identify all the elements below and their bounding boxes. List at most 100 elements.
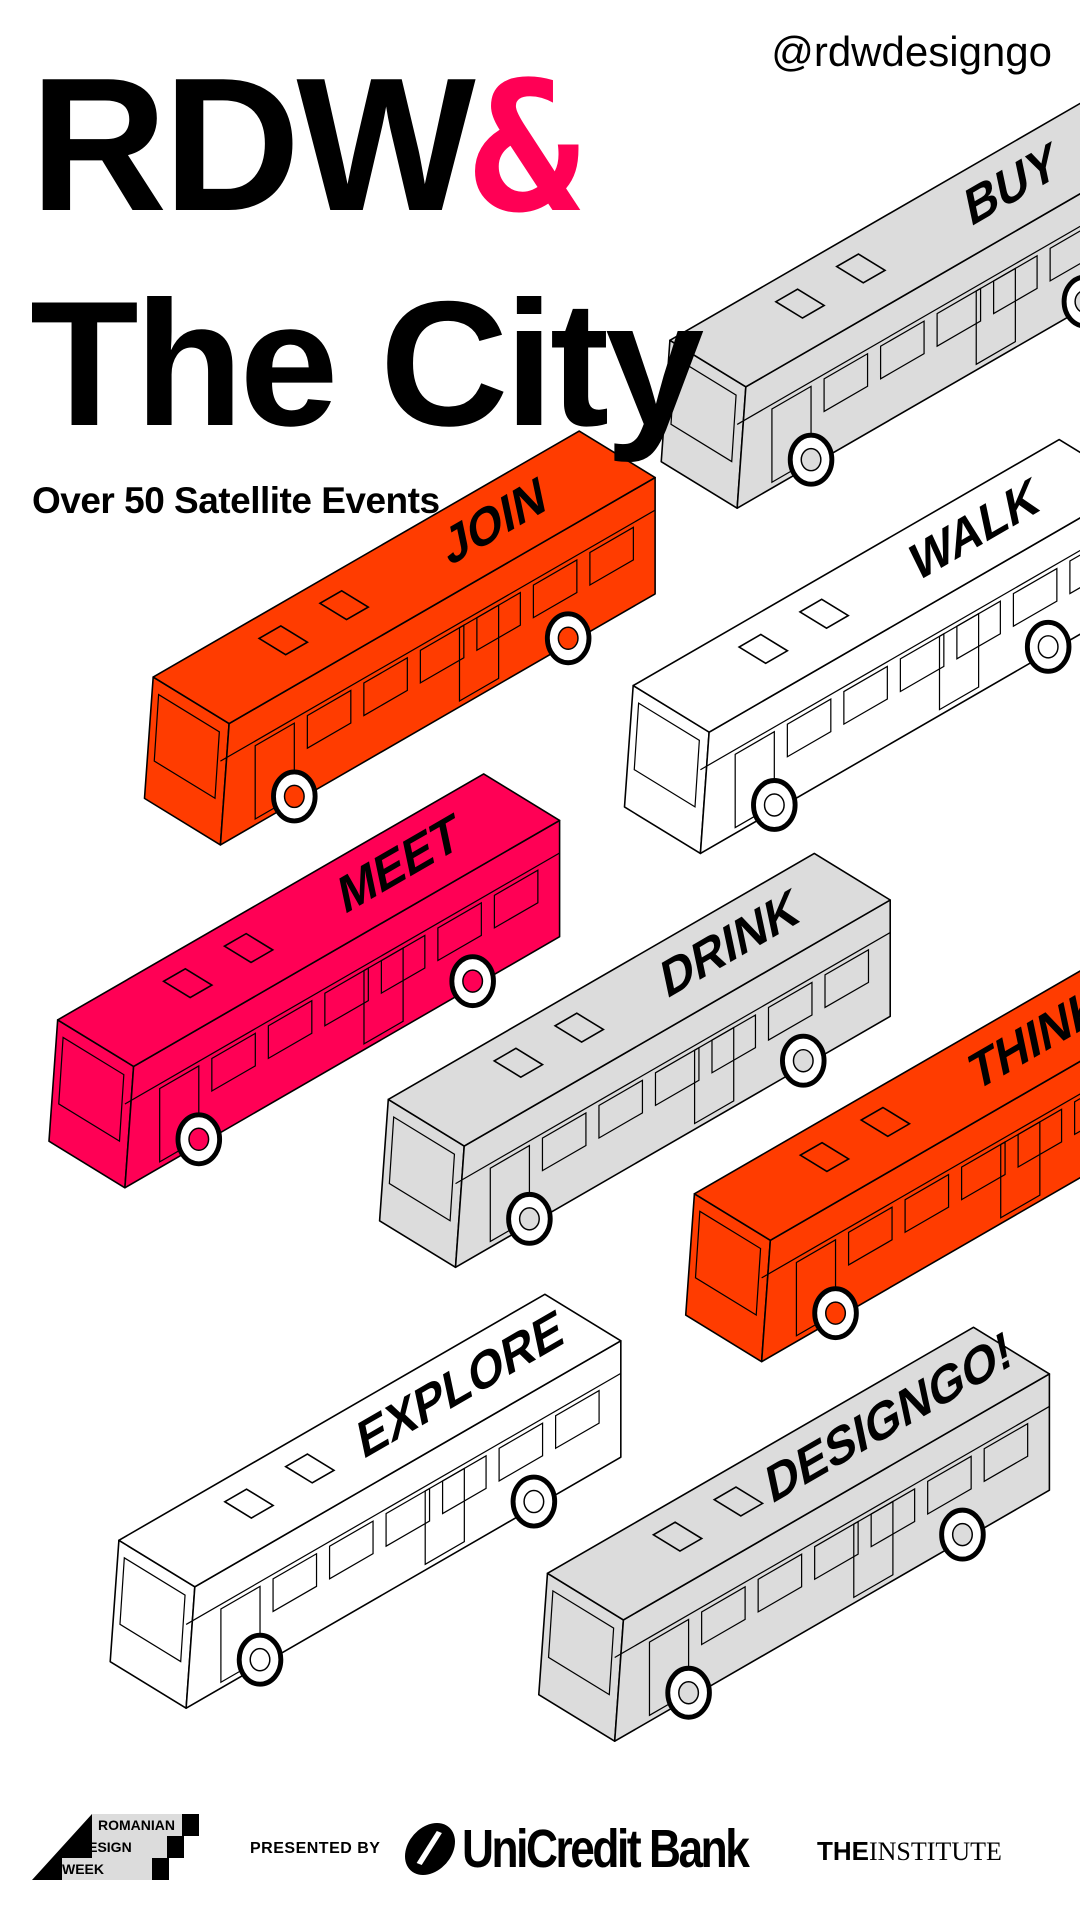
bus-beltline — [614, 1405, 1050, 1659]
bus-window — [757, 1553, 803, 1613]
rdw-logo-line1: ROMANIAN — [98, 1817, 175, 1833]
bus-window — [956, 600, 1001, 660]
roof-vent-icon — [712, 1486, 765, 1517]
bus-window — [437, 901, 482, 962]
bus-drink: DRINK — [378, 852, 892, 1269]
bus-wheel — [1061, 275, 1080, 328]
bus-hubcap — [678, 1680, 700, 1705]
bus-side — [760, 1060, 1080, 1363]
bus-window — [441, 1454, 487, 1515]
bus-window — [701, 1585, 746, 1646]
bus-door — [1000, 1120, 1041, 1219]
roof-vent-icon — [798, 1141, 851, 1173]
bus-window — [824, 948, 870, 1009]
bus-window — [532, 558, 578, 619]
subtitle: Over 50 Satellite Events — [32, 480, 440, 521]
bus-beltline — [220, 509, 656, 762]
bus-door — [693, 1026, 735, 1125]
bus-window — [476, 591, 521, 652]
title-the-city: The City — [30, 264, 704, 463]
rdw-logo-line2: DESIGN — [78, 1839, 132, 1855]
bus-walk: WALK — [623, 438, 1080, 855]
bus-hubcap — [518, 1207, 540, 1231]
bus-window — [211, 1032, 256, 1093]
roof-vent-icon — [553, 1012, 605, 1043]
bus-window — [767, 981, 813, 1042]
bus-windshield — [119, 1556, 186, 1663]
bus-window — [498, 1422, 544, 1482]
roof-vent-icon — [651, 1521, 704, 1553]
bus-roof — [669, 102, 1080, 388]
bus-hubcap — [792, 1048, 814, 1073]
bus-windshield — [388, 1115, 456, 1222]
bus-window — [1012, 567, 1058, 628]
bus-beltline — [185, 1372, 622, 1625]
bus-windshield — [633, 702, 700, 808]
bus-meet: MEET — [48, 773, 561, 1189]
bus-beltline — [455, 932, 891, 1185]
bus-hubcap — [951, 1522, 973, 1547]
rdw-logo-line3: WEEK — [62, 1861, 104, 1877]
bus-window — [272, 1552, 318, 1613]
bus-window — [993, 254, 1038, 315]
bus-door — [458, 604, 500, 703]
bus-door — [938, 612, 980, 711]
bus-beltline — [736, 225, 1080, 425]
title-rdw-text: RDW — [30, 39, 476, 251]
bus-window — [306, 689, 352, 750]
bus-join: JOIN — [143, 430, 656, 846]
bus-side — [736, 192, 1080, 509]
bus-think: THINK — [684, 970, 1080, 1363]
roof-vent-icon — [492, 1047, 545, 1079]
bus-hubcap — [283, 784, 305, 809]
social-handle[interactable]: @rdwdesigngo — [771, 28, 1052, 75]
bus-beltline — [761, 1093, 1080, 1279]
roof-vent-icon — [737, 633, 789, 665]
unicredit-bank-text: UniCredit Bank — [462, 1819, 750, 1879]
bus-beltline — [124, 852, 560, 1105]
institute-the: THE — [817, 1836, 869, 1866]
bus-window — [1017, 1108, 1063, 1169]
bus-roof — [693, 970, 1080, 1242]
roof-vent-icon — [223, 1488, 275, 1519]
bus-window — [823, 352, 869, 413]
the-institute-logo: THEINSTITUTE — [817, 1836, 1002, 1867]
bus-windshield — [58, 1036, 125, 1143]
bus-window — [1069, 554, 1080, 595]
presented-by-label: PRESENTED BY — [250, 1840, 381, 1857]
bus-hubcap — [523, 1489, 545, 1514]
bus-window — [541, 1111, 587, 1172]
ampersand-mark: & — [471, 44, 581, 253]
bus-hubcap — [763, 793, 785, 817]
bus-beltline — [700, 549, 1080, 771]
bus-window — [786, 698, 832, 758]
bus-window — [328, 1520, 374, 1580]
bus-window — [927, 1455, 972, 1516]
institute-name: INSTITUTE — [869, 1837, 1002, 1866]
bus-hubcap — [249, 1647, 271, 1672]
bus-window — [904, 1173, 950, 1234]
roof-vent-icon — [222, 932, 275, 964]
bus-window — [555, 1389, 600, 1450]
bus-window — [1074, 1097, 1080, 1136]
unicredit-mark-icon — [399, 1823, 461, 1875]
bus-hubcap — [1037, 635, 1059, 659]
bus-window — [843, 665, 888, 726]
bus-door — [424, 1467, 465, 1566]
bus-windshield — [670, 356, 737, 463]
bus-window — [983, 1422, 1029, 1483]
rdw-logo-shape — [32, 1814, 199, 1880]
bus-hubcap — [557, 626, 579, 651]
bus-window — [1049, 230, 1080, 282]
bus-hubcap — [188, 1127, 210, 1152]
bus-door — [853, 1500, 894, 1599]
bus-door — [975, 267, 1016, 366]
bus-windshield — [694, 1210, 762, 1317]
roof-vent-icon — [318, 589, 370, 621]
bus-roof — [632, 438, 1080, 733]
bus-window — [711, 1013, 757, 1074]
roof-vent-icon — [284, 1453, 336, 1484]
roof-vent-icon — [798, 598, 850, 630]
bus-buy: BUY — [660, 102, 1080, 509]
